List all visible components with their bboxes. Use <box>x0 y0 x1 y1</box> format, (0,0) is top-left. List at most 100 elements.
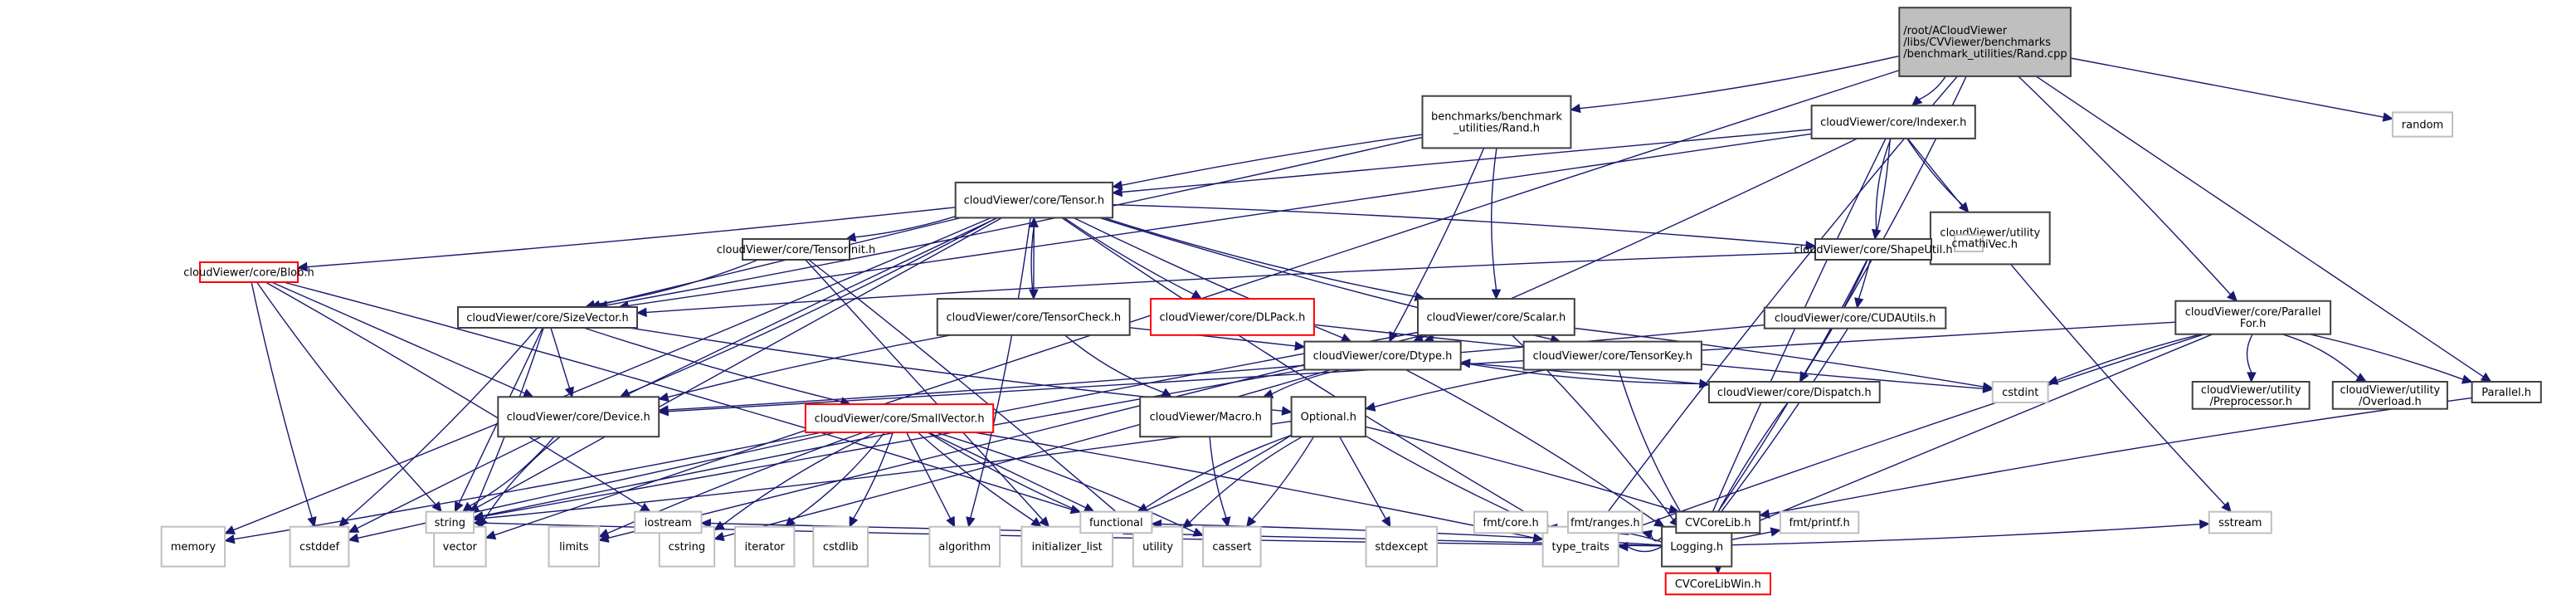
node-dlpack[interactable]: cloudViewer/core/DLPack.h <box>1150 298 1315 336</box>
edge-dtype-to-string <box>472 368 1305 521</box>
node-box <box>1810 105 1976 139</box>
node-device[interactable]: cloudViewer/core/Device.h <box>497 396 660 438</box>
edge-parallelfor-to-overload <box>2281 334 2368 383</box>
edge-smallvector-to-cstring <box>713 432 877 531</box>
edge-line <box>1713 402 1789 520</box>
edge-line <box>251 281 313 519</box>
node-label: Optional.h <box>1301 412 1356 424</box>
arrowhead-icon <box>1137 503 1148 513</box>
node-dispatch[interactable]: cloudViewer/core/Dispatch.h <box>1707 381 1881 403</box>
edge-shapeutil-to-sizevector <box>635 251 1816 318</box>
edge-line <box>1918 76 1946 100</box>
node-cmath: cmath <box>1951 234 1986 252</box>
edge-parallelfor-to-logging <box>1731 334 2213 534</box>
node-root[interactable]: /root/ACloudViewer/libs/CVViewer/benchma… <box>1898 7 2072 77</box>
node-label: type_traits <box>1551 541 1609 554</box>
node-optional[interactable]: Optional.h <box>1290 396 1366 438</box>
node-parallel[interactable]: Parallel.h <box>2471 381 2542 403</box>
edge-blob-to-cstddef <box>251 281 317 528</box>
arrowhead-icon <box>1805 240 1817 251</box>
arrowhead-icon <box>1245 516 1257 528</box>
node-cstdint: cstdint <box>1991 381 2049 403</box>
node-overload[interactable]: cloudViewer/utility/Overload.h <box>2331 381 2448 410</box>
node-indexer[interactable]: cloudViewer/core/Indexer.h <box>1810 105 1976 139</box>
arrowhead-icon <box>1770 527 1782 537</box>
edge-tensorcheck-to-macro <box>1064 334 1173 398</box>
arrowhead-icon <box>2355 373 2368 383</box>
node-box <box>1991 381 2049 403</box>
arrowhead-icon <box>713 531 725 542</box>
edge-parallelfor-to-parallel <box>2309 334 2473 384</box>
node-tensorinit[interactable]: cloudViewer/core/TensorInit.h <box>717 238 876 261</box>
node-label: cloudViewer/core/Tensor.h <box>964 195 1105 207</box>
node-box <box>1779 510 1860 534</box>
node-label: sstream <box>2218 517 2262 529</box>
edge-line <box>1460 362 1700 385</box>
node-cvcorelibwin[interactable]: CVCoreLibWin.h <box>1664 572 1771 596</box>
node-cvcorelib[interactable]: CVCoreLib.h <box>1675 510 1761 534</box>
edge-line <box>1731 524 2200 546</box>
arrowhead-icon <box>2221 501 2232 513</box>
node-smallvector[interactable]: cloudViewer/core/SmallVector.h <box>804 403 995 434</box>
arrowhead-icon <box>1181 518 1193 529</box>
node-shapeutil[interactable]: cloudViewer/core/ShapeUtil.h <box>1794 238 1953 261</box>
node-blob[interactable]: cloudViewer/core/Blob.h <box>183 261 314 283</box>
edge-blob-to-device <box>271 281 534 398</box>
node-scalar[interactable]: cloudViewer/core/Scalar.h <box>1417 298 1575 336</box>
edge-smallvector-to-memory <box>224 432 822 544</box>
node-label: cloudViewer/core/Indexer.h <box>1820 117 1966 129</box>
node-sizevector[interactable]: cloudViewer/core/SizeVector.h <box>457 306 638 329</box>
node-cudautils[interactable]: cloudViewer/core/CUDAUtils.h <box>1763 306 1947 329</box>
node-tensorkey[interactable]: cloudViewer/core/TensorKey.h <box>1522 340 1702 371</box>
node-minivec[interactable]: cloudViewer/utility/MiniVec.h <box>1929 211 2051 266</box>
edge-line <box>345 327 538 521</box>
edge-dispatch-to-dtype <box>1459 359 1709 386</box>
node-preprocessor[interactable]: cloudViewer/utility/Preprocessor.h <box>2191 381 2311 410</box>
arrowhead-icon <box>1111 187 1123 198</box>
edge-line <box>1121 134 1423 186</box>
node-randh[interactable]: benchmarks/benchmark_utilities/Rand.h <box>1421 95 1572 149</box>
arrowhead-icon <box>1281 406 1293 416</box>
arrowhead-icon <box>1221 516 1231 528</box>
arrowhead-icon <box>1617 541 1629 552</box>
arrowhead-icon <box>2382 112 2394 122</box>
node-label: cassert <box>1212 541 1251 554</box>
edge-line <box>973 432 1534 539</box>
edge-line <box>357 432 836 539</box>
edge-line <box>1574 327 1984 388</box>
node-label: Parallel.h <box>2481 387 2531 399</box>
node-box <box>1079 510 1153 534</box>
arrowhead-icon <box>296 261 308 272</box>
edge-line <box>482 368 1305 517</box>
node-box <box>457 306 638 329</box>
node-label: cloudViewer/core/Dtype.h <box>1313 350 1453 363</box>
node-macro[interactable]: cloudViewer/Macro.h <box>1139 396 1273 438</box>
edge-line <box>1145 434 1292 509</box>
edge-line <box>484 436 561 520</box>
node-label: algorithm <box>938 541 991 554</box>
node-label: CVCoreLib.h <box>1685 517 1751 529</box>
arrowhead-icon <box>1161 388 1173 398</box>
node-box <box>199 261 299 283</box>
edge-line <box>668 324 1765 411</box>
edge-line <box>606 136 1423 306</box>
node-tensorcheck[interactable]: cloudViewer/core/TensorCheck.h <box>936 298 1131 336</box>
node-box <box>1664 572 1771 596</box>
node-label: functional <box>1089 517 1143 529</box>
edge-tensor-to-tensorinit <box>845 216 956 242</box>
arrowhead-icon <box>1854 297 1864 309</box>
edge-device-to-string <box>461 436 555 513</box>
node-cstdlib: cstdlib <box>812 525 869 568</box>
arrowhead-icon <box>2247 372 2257 383</box>
node-box <box>2208 510 2272 534</box>
node-dtype[interactable]: cloudViewer/core/Dtype.h <box>1303 340 1462 371</box>
edge-line <box>1731 531 1772 540</box>
node-box <box>936 298 1131 336</box>
arrowhead-icon <box>849 515 859 528</box>
edge-tensor-to-memory <box>224 217 991 534</box>
arrowhead-icon <box>1911 95 1923 106</box>
arrowhead-icon <box>1459 359 1471 368</box>
node-tensor[interactable]: cloudViewer/core/Tensor.h <box>954 181 1114 219</box>
arrowhead-icon <box>1641 529 1653 539</box>
